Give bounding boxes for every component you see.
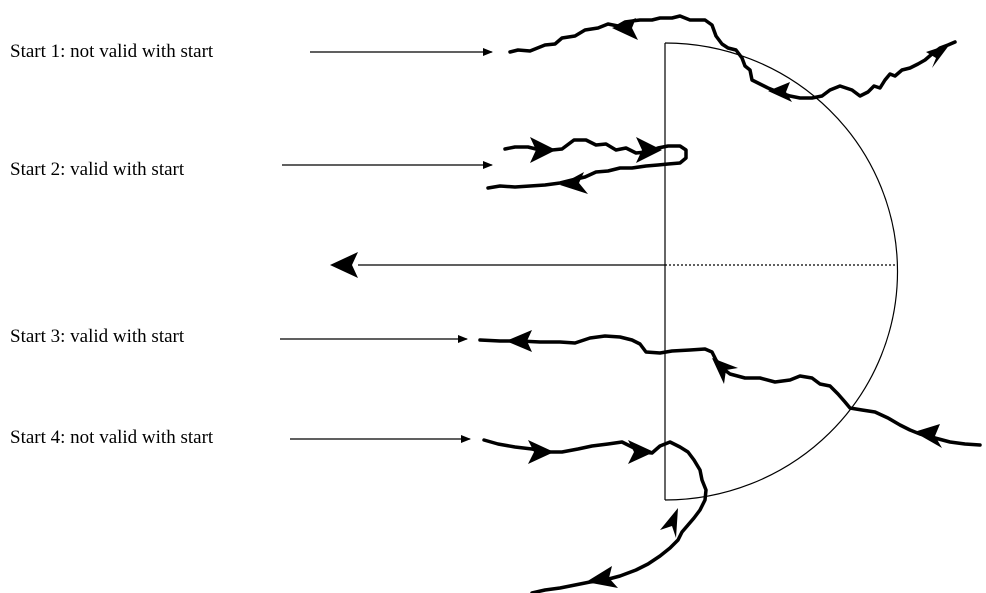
track-1-path bbox=[508, 14, 957, 100]
label-start-1: Start 1: not valid with start bbox=[10, 41, 214, 62]
track-2-arrow bbox=[560, 172, 588, 194]
label-start-4: Start 4: not valid with start bbox=[10, 427, 214, 448]
track-2-arrow bbox=[636, 137, 662, 163]
track-4-path bbox=[482, 438, 708, 593]
track-4-arrow bbox=[660, 508, 678, 538]
axis-arrowhead bbox=[330, 252, 358, 278]
track-4-arrow bbox=[528, 440, 554, 464]
track-3-arrow bbox=[712, 358, 738, 384]
track-1-arrow bbox=[612, 18, 638, 40]
track-3-arrow bbox=[506, 330, 532, 352]
track-3-path bbox=[478, 334, 982, 447]
label-start-3: Start 3: valid with start bbox=[10, 326, 185, 347]
track-4-arrow bbox=[586, 566, 618, 588]
track-2-arrow bbox=[530, 137, 556, 163]
track-4-arrow bbox=[628, 440, 654, 464]
semicircle-arc bbox=[664, 42, 899, 501]
track-1-arrow bbox=[768, 82, 792, 102]
label-start-2: Start 2: valid with start bbox=[10, 159, 185, 180]
track-3-arrow bbox=[914, 424, 942, 448]
track-1-arrow bbox=[926, 44, 950, 68]
